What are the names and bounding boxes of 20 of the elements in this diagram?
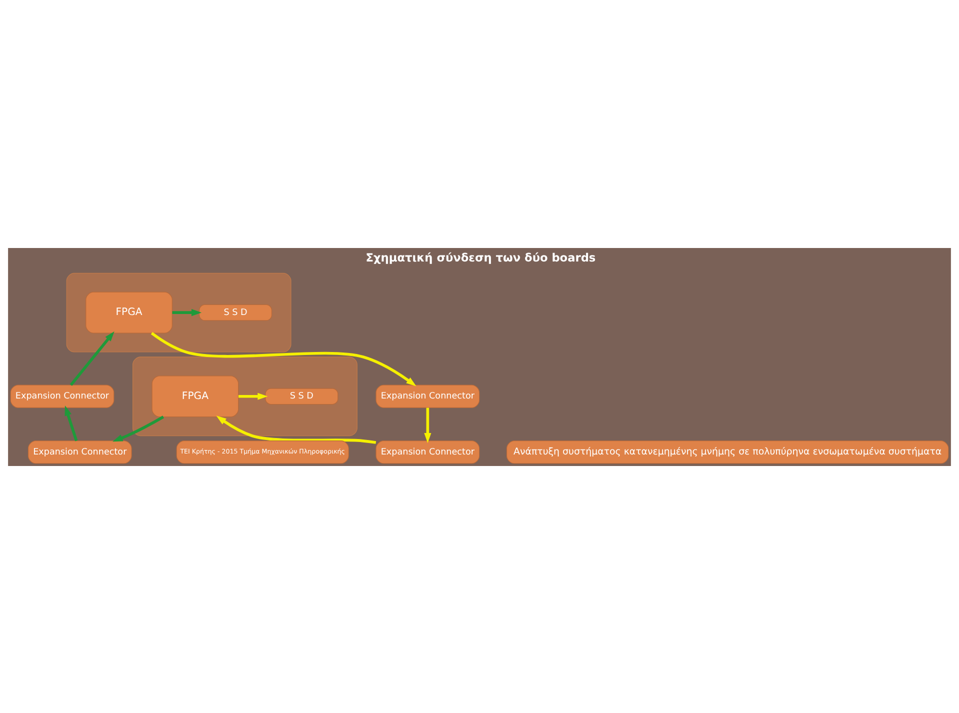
arrow (172, 308, 202, 316)
node-box: Expansion Connector (376, 384, 480, 408)
arrow (238, 392, 268, 400)
node-box: S S D (198, 304, 272, 320)
arrow (112, 415, 164, 442)
arrow (64, 405, 78, 441)
arrow (150, 331, 416, 386)
node-box: Ανάπτυξη συστήματος κατανεμημένης μνήμης σε πολυπύρηνα ενσωματωμένα συστήματα (506, 440, 949, 464)
node-box: Expansion Connector (10, 384, 114, 408)
node-box: S S D (265, 388, 338, 404)
arrow (70, 330, 114, 386)
arrow (424, 407, 432, 443)
arrow (216, 415, 376, 444)
node-box: Expansion Connector (376, 440, 480, 464)
node-box: Expansion Connector (28, 440, 132, 464)
diagram-title: Σχηματική σύνδεση των δύο boards (366, 250, 596, 264)
cluster (132, 356, 358, 436)
cluster (66, 272, 292, 352)
node-box: FPGA (86, 291, 172, 333)
node-box: FPGA (152, 375, 239, 417)
